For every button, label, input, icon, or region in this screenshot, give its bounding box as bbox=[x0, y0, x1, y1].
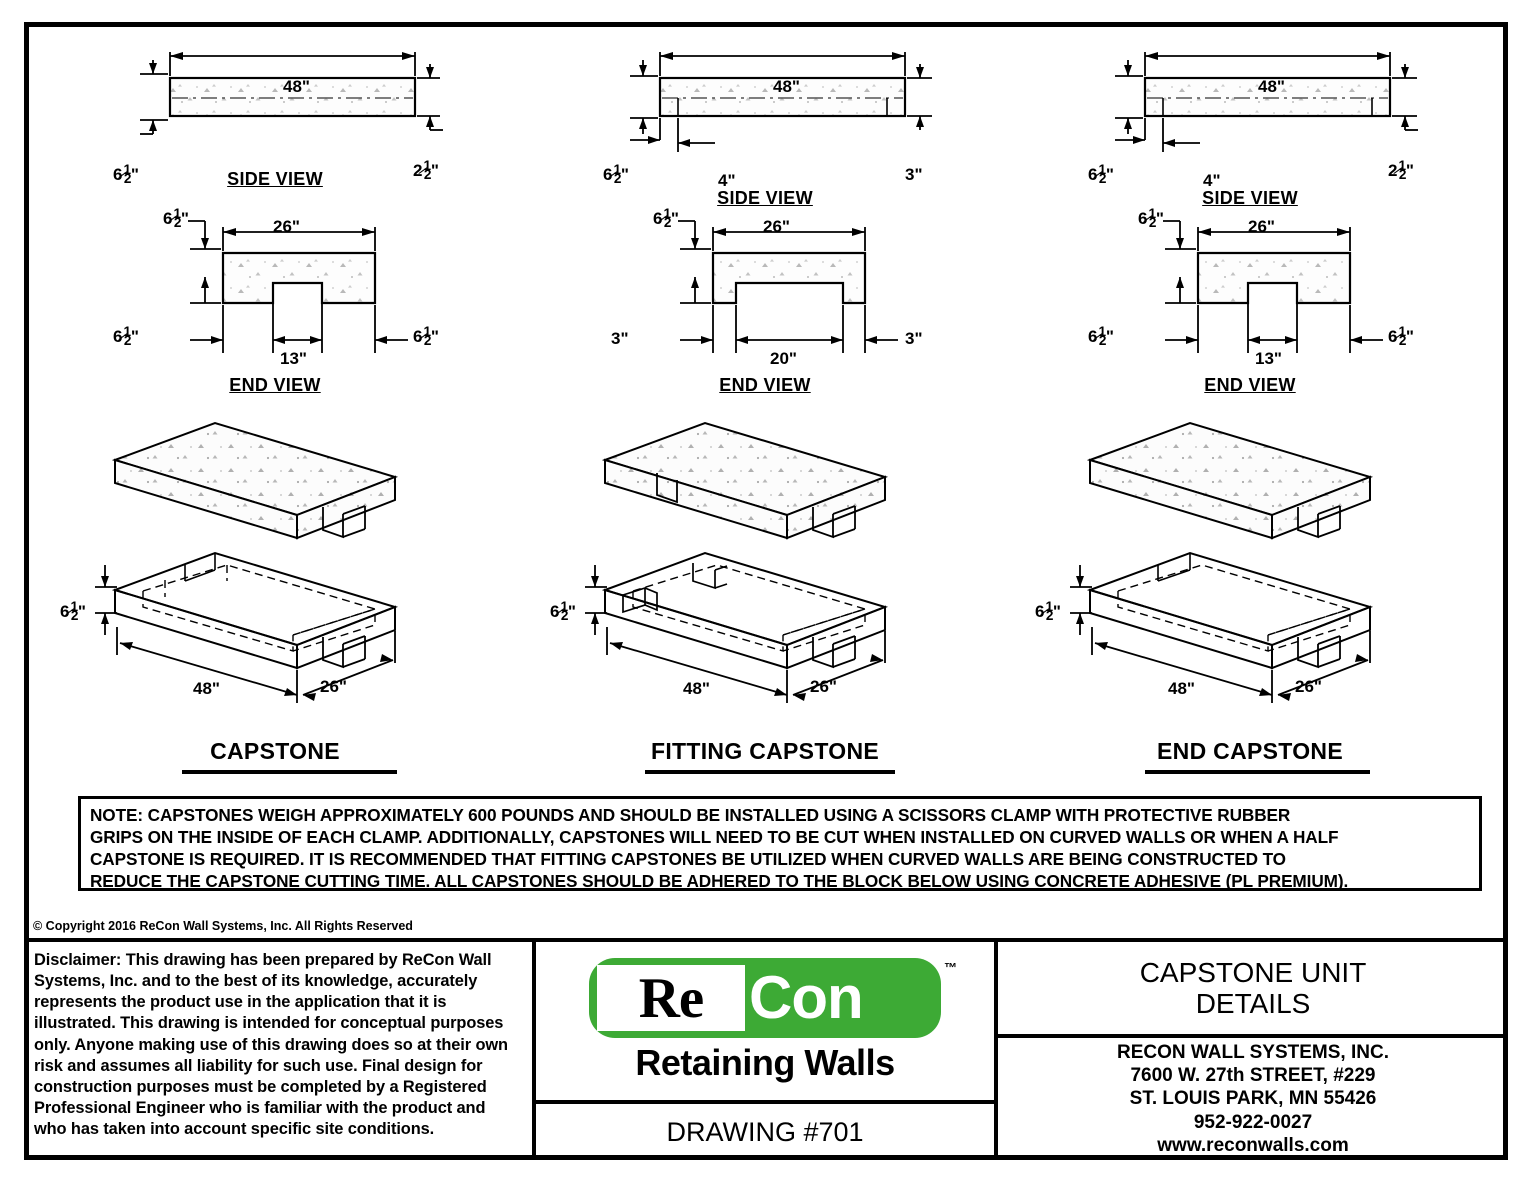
end-iso-length-dim: 48" bbox=[1168, 679, 1195, 698]
end-side-inset-dim: 4" bbox=[1203, 171, 1221, 190]
capstone-group-label: CAPSTONE bbox=[210, 738, 340, 764]
end-side-view-label: SIDE VIEW bbox=[1202, 188, 1298, 208]
end-end-view-label: END VIEW bbox=[1204, 375, 1296, 395]
fitting-iso-length-dim: 48" bbox=[683, 679, 710, 698]
note-line-2: GRIPS ON THE INSIDE OF EACH CLAMP. ADDIT… bbox=[90, 827, 1339, 848]
capstone-end-width-dim: 26" bbox=[273, 217, 300, 236]
logo-con-block: Con bbox=[749, 958, 864, 1038]
logo-green-badge: Re Con ™ bbox=[589, 958, 957, 1038]
title-cell: CAPSTONE UNIT DETAILS RECON WALL SYSTEMS… bbox=[998, 942, 1508, 1160]
company-info: RECON WALL SYSTEMS, INC. 7600 W. 27th ST… bbox=[998, 1038, 1508, 1160]
fitting-end-view-label: END VIEW bbox=[719, 375, 811, 395]
fitting-side-inset-dim: 4" bbox=[718, 171, 736, 190]
note-box: NOTE: CAPSTONES WEIGH APPROXIMATELY 600 … bbox=[78, 796, 1482, 891]
end-iso-width-dim: 26" bbox=[1295, 677, 1322, 696]
fitting-side-view-label: SIDE VIEW bbox=[717, 188, 813, 208]
drawing-title-line-2: DETAILS bbox=[1195, 988, 1311, 1019]
capstone-end-notch-dim: 13" bbox=[280, 349, 307, 368]
fitting-capstone-end-view-drawing bbox=[678, 220, 898, 353]
drawing-number-cell: DRAWING #701 bbox=[536, 1104, 994, 1160]
fitting-end-right-leg-dim: 3" bbox=[905, 329, 923, 348]
end-capstone-end-view-drawing bbox=[1163, 220, 1383, 353]
trademark-icon: ™ bbox=[944, 960, 957, 975]
fitting-side-right-height-dim: 3" bbox=[905, 165, 923, 184]
end-capstone-iso-drawing bbox=[1070, 421, 1374, 703]
capstone-end-view-label: END VIEW bbox=[229, 375, 321, 395]
logo-cell: Re Con ™ Retaining Walls DRAWING #701 bbox=[536, 942, 998, 1160]
capstone-side-view-drawing bbox=[140, 52, 443, 135]
disclaimer-cell: Disclaimer: This drawing has been prepar… bbox=[24, 942, 536, 1160]
drawing-title-line-1: CAPSTONE UNIT bbox=[1139, 956, 1367, 988]
end-group-underline bbox=[1145, 770, 1370, 774]
capstone-iso-length-dim: 48" bbox=[193, 679, 220, 698]
note-line-3: CAPSTONE IS REQUIRED. IT IS RECOMMENDED … bbox=[90, 849, 1286, 870]
sheet-border bbox=[24, 22, 1508, 1160]
fitting-end-width-dim: 26" bbox=[763, 217, 790, 236]
fitting-group-label: FITTING CAPSTONE bbox=[651, 738, 879, 764]
fitting-capstone-side-view-drawing bbox=[630, 52, 932, 152]
capstone-group-underline bbox=[182, 770, 397, 774]
note-line-4: REDUCE THE CAPSTONE CUTTING TIME. ALL CA… bbox=[90, 871, 1349, 892]
fitting-end-notch-dim: 20" bbox=[770, 349, 797, 368]
logo-re-text: Re bbox=[638, 966, 704, 1030]
logo-tagline: Retaining Walls bbox=[635, 1042, 895, 1083]
end-end-notch-dim: 13" bbox=[1255, 349, 1282, 368]
company-website: www.reconwalls.com bbox=[1157, 1134, 1349, 1156]
company-street: 7600 W. 27th STREET, #229 bbox=[1130, 1065, 1376, 1087]
fitting-side-length-dim: 48" bbox=[773, 77, 800, 96]
copyright-notice: © Copyright 2016 ReCon Wall Systems, Inc… bbox=[33, 919, 413, 933]
logo-container: Re Con ™ Retaining Walls bbox=[536, 942, 994, 1104]
capstone-side-length-dim: 48" bbox=[283, 77, 310, 96]
capstone-end-view-drawing bbox=[188, 220, 408, 353]
end-capstone-side-view-drawing bbox=[1115, 52, 1418, 152]
company-name: RECON WALL SYSTEMS, INC. bbox=[1116, 1042, 1389, 1064]
fitting-end-left-leg-dim: 3" bbox=[611, 329, 629, 348]
company-phone: 952-922-0027 bbox=[1193, 1111, 1313, 1133]
fitting-group-underline bbox=[645, 770, 895, 774]
end-group-label: END CAPSTONE bbox=[1157, 738, 1343, 764]
logo-re-block: Re bbox=[597, 965, 745, 1031]
drawing-title: CAPSTONE UNIT DETAILS bbox=[998, 942, 1508, 1038]
note-line-1: NOTE: CAPSTONES WEIGH APPROXIMATELY 600 … bbox=[90, 805, 1291, 825]
drawing-number: DRAWING #701 bbox=[666, 1116, 864, 1147]
end-side-length-dim: 48" bbox=[1258, 77, 1285, 96]
company-city: ST. LOUIS PARK, MN 55426 bbox=[1129, 1088, 1377, 1110]
capstone-side-view-label: SIDE VIEW bbox=[227, 169, 323, 189]
capstone-iso-width-dim: 26" bbox=[320, 677, 347, 696]
recon-logo: Re Con ™ Retaining Walls bbox=[589, 958, 957, 1084]
disclaimer-text: Disclaimer: This drawing has been prepar… bbox=[34, 951, 508, 1139]
title-block: Disclaimer: This drawing has been prepar… bbox=[24, 938, 1508, 1160]
end-end-width-dim: 26" bbox=[1248, 217, 1275, 236]
logo-con-text: Con bbox=[749, 964, 864, 1031]
fitting-iso-width-dim: 26" bbox=[810, 677, 837, 696]
capstone-iso-drawing bbox=[95, 421, 399, 703]
fitting-capstone-iso-drawing bbox=[585, 421, 889, 703]
